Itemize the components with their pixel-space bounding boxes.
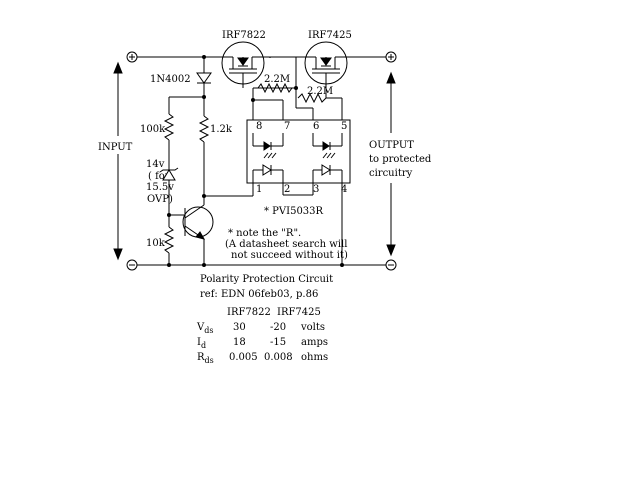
output-sub-label: to protected <box>369 154 432 165</box>
pv-cell-1 <box>252 133 284 151</box>
zener-label: OVP) <box>147 194 173 205</box>
spec-row: Rds 0.005 0.008 ohms <box>197 352 328 365</box>
note-line: * note the "R". <box>228 228 301 239</box>
resistor-10k-label: 10k <box>146 238 166 249</box>
pvi-part-label: * PVI5033R <box>264 206 324 217</box>
pvi-pin-labels: 8 7 6 5 1 2 3 4 <box>256 121 347 195</box>
svg-text:30: 30 <box>233 322 246 333</box>
mosfet-q2-label: IRF7425 <box>308 30 352 41</box>
mosfet-q2-symbol <box>304 41 351 85</box>
zener-diode <box>159 160 179 215</box>
resistor-100k-label: 100k <box>140 124 166 135</box>
svg-text:-15: -15 <box>270 337 286 348</box>
output-plus-terminal <box>385 51 397 63</box>
output-minus-terminal <box>385 259 397 271</box>
light-arrows <box>263 152 336 159</box>
zener-label: 15.5v <box>146 182 174 193</box>
svg-text:0.008: 0.008 <box>264 352 293 363</box>
pvi-outline <box>246 119 351 184</box>
pv-cell-2 <box>312 133 343 151</box>
svg-text:18: 18 <box>233 337 246 348</box>
svg-text:Id: Id <box>197 337 206 350</box>
gate-resistor-2-label: 2.2M <box>307 86 333 97</box>
spec-header: IRF7822 <box>227 307 271 318</box>
svg-text:1: 1 <box>256 184 262 195</box>
svg-text:Rds: Rds <box>197 352 214 365</box>
resistor-100k <box>163 97 175 160</box>
input-label: INPUT <box>98 142 133 153</box>
note-line: (A datasheet search will <box>225 239 347 250</box>
svg-text:Vds: Vds <box>196 322 213 335</box>
led-2 <box>312 164 343 183</box>
gate-resistor-1-label: 2.2M <box>264 74 290 85</box>
caption-ref: ref: EDN 06feb03, p.86 <box>200 289 318 300</box>
diode-1n4002 <box>196 57 212 97</box>
svg-text:2: 2 <box>284 184 290 195</box>
svg-text:-20: -20 <box>270 322 286 333</box>
svg-text:ohms: ohms <box>301 352 328 363</box>
mosfet-q1-symbol <box>221 41 270 85</box>
spec-row: Vds 30 -20 volts <box>196 322 325 335</box>
svg-text:4: 4 <box>341 184 347 195</box>
spec-header: IRF7425 <box>277 307 321 318</box>
input-plus-terminal <box>126 51 138 63</box>
note-line: not succeed without it) <box>231 250 348 261</box>
resistor-10k <box>163 215 175 265</box>
input-minus-terminal <box>126 259 138 271</box>
gate-wiring <box>242 57 343 120</box>
svg-text:6: 6 <box>313 121 319 132</box>
resistor-1-2k <box>198 97 210 196</box>
npn-transistor <box>169 196 214 265</box>
gate-resistor-1 <box>257 82 293 94</box>
output-sub-label: circuitry <box>369 168 413 179</box>
svg-text:8: 8 <box>256 121 262 132</box>
led-1 <box>252 164 284 183</box>
output-label: OUTPUT <box>369 140 414 151</box>
caption-title: Polarity Protection Circuit <box>200 274 333 285</box>
svg-text:volts: volts <box>300 322 325 333</box>
gate-resistor-2 <box>297 92 327 104</box>
pvi-bottom-wiring <box>282 183 343 265</box>
spec-row: Id 18 -15 amps <box>197 337 328 350</box>
zener-label: 14v <box>146 159 165 170</box>
mosfet-q1-label: IRF7822 <box>222 30 266 41</box>
svg-text:3: 3 <box>313 184 319 195</box>
svg-text:0.005: 0.005 <box>229 352 258 363</box>
zener-label: ( for <box>148 171 170 182</box>
svg-text:5: 5 <box>341 121 347 132</box>
diode-label: 1N4002 <box>150 74 191 85</box>
spec-table: IRF7822 IRF7425 Vds 30 -20 volts Id 18 -… <box>196 307 328 365</box>
input-arrow <box>113 61 123 261</box>
svg-text:7: 7 <box>284 121 290 132</box>
svg-text:amps: amps <box>301 337 328 348</box>
resistor-1-2k-label: 1.2k <box>210 124 233 135</box>
output-arrow <box>386 71 396 257</box>
